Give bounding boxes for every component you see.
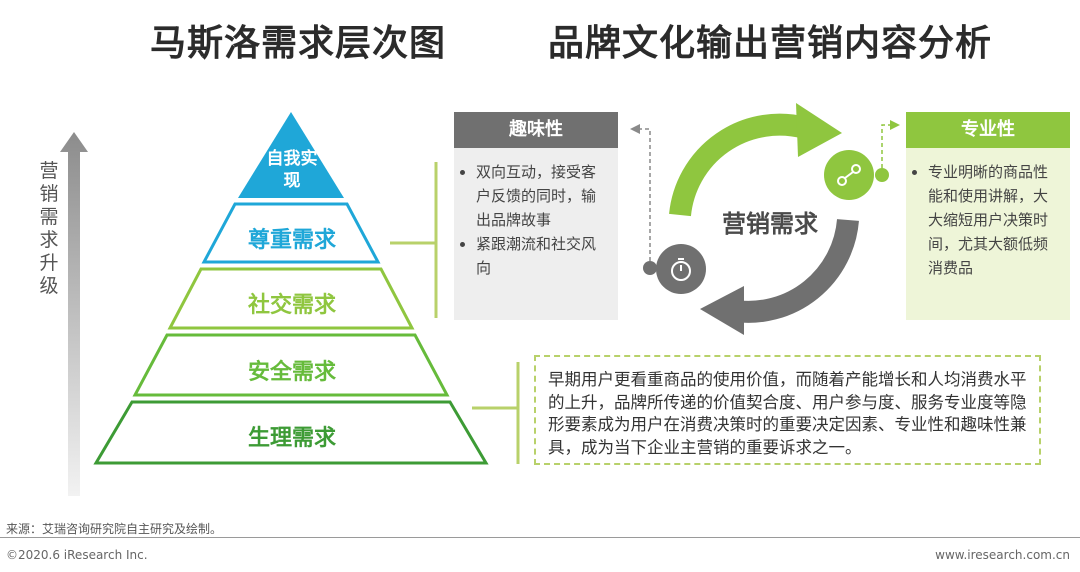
pyramid-level-social <box>167 267 415 330</box>
site-url: www.iresearch.com.cn <box>935 548 1070 562</box>
cycle-label: 营销需求 <box>722 210 818 238</box>
pyramid-label-self: 自我实现 <box>266 149 318 191</box>
pro-card-title: 专业性 <box>906 112 1070 148</box>
left-title: 马斯洛需求层次图 <box>150 23 447 64</box>
pyramid-level-safety <box>132 333 450 397</box>
fun-card-body: 双向互动，接受客户反馈的同时，输出品牌故事 紧跟潮流和社交风向 <box>454 148 618 320</box>
summary-connector <box>472 362 520 464</box>
marketing-cycle <box>630 103 900 335</box>
summary-text: 早期用户更看重商品的使用价值，而随着产能增长和人均消费水平的上升，品牌所传递的价… <box>548 370 1027 457</box>
connector-lines <box>390 162 438 318</box>
pyramid-label-social: 社交需求 <box>247 293 336 318</box>
pyramid-label-physio: 生理需求 <box>247 426 336 451</box>
copyright: ©2020.6 iResearch Inc. <box>6 548 148 562</box>
right-title: 品牌文化输出营销内容分析 <box>548 23 993 64</box>
pyramid-level-physio <box>93 400 489 465</box>
pro-card-body: 专业明晰的商品性能和使用讲解，大大缩短用户决策时间，尤其大额低频消费品 <box>906 148 1070 320</box>
footer-divider <box>0 537 1080 538</box>
pro-card-item: 专业明晰的商品性能和使用讲解，大大缩短用户决策时间，尤其大额低频消费品 <box>928 160 1062 280</box>
link-icon <box>824 150 874 200</box>
summary-box: 早期用户更看重商品的使用价值，而随着产能增长和人均消费水平的上升，品牌所传递的价… <box>534 355 1041 465</box>
pyramid-label-esteem: 尊重需求 <box>247 228 336 253</box>
fun-card-item: 紧跟潮流和社交风向 <box>476 232 610 280</box>
maslow-pyramid <box>93 112 489 465</box>
pyramid-level-self <box>238 112 344 198</box>
pyramid-level-esteem <box>201 202 381 264</box>
stopwatch-icon <box>656 244 706 294</box>
fun-card-item: 双向互动，接受客户反馈的同时，输出品牌故事 <box>476 160 610 232</box>
source-note: 来源：艾瑞咨询研究院自主研究及绘制。 <box>6 522 223 536</box>
pyramid-label-safety: 安全需求 <box>247 360 336 385</box>
upgrade-arrow <box>60 132 88 496</box>
fun-card-title: 趣味性 <box>454 112 618 148</box>
side-label: 营销需求升级 <box>39 160 59 297</box>
